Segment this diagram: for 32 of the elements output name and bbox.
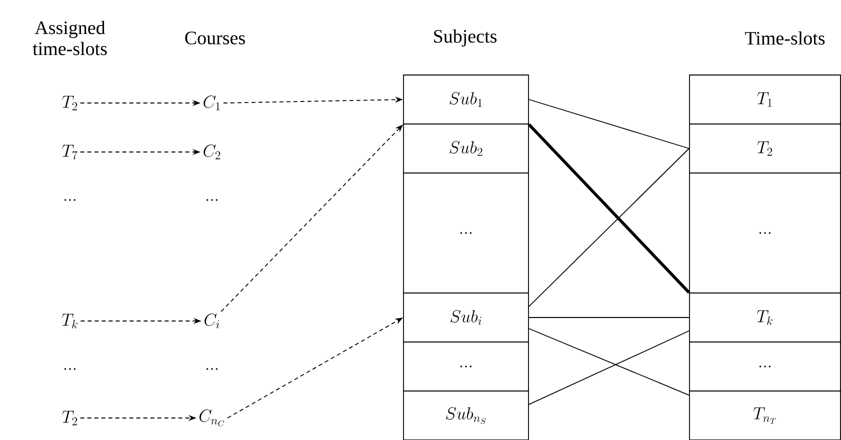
connector-line: [528, 317, 690, 318]
ellipsis: $...$: [64, 368, 76, 370]
symbol-label: $C_2$: [204, 144, 220, 160]
column-heading: Courses: [185, 32, 245, 44]
connector-line: [528, 123, 690, 294]
symbol-label: $T_2$: [62, 410, 78, 426]
ellipsis: $...$: [206, 199, 218, 201]
symbol-label: $T_7$: [62, 144, 78, 160]
table-cell: $...$: [403, 172, 529, 294]
symbol-label: $C_{n_C}$: [200, 410, 224, 426]
ellipsis: $...$: [64, 199, 76, 201]
table-cell: $Sub_1$: [403, 74, 529, 124]
table-cell: $Sub_i$: [403, 292, 529, 342]
table-cell: $...$: [689, 172, 841, 294]
symbol-label: $C_1$: [204, 95, 220, 110]
column-heading: Time-slots: [745, 31, 825, 45]
table-cell: $T_1$: [689, 74, 841, 124]
symbol-label: $T_2$: [62, 96, 78, 110]
symbol-label: $T_k$: [62, 314, 78, 328]
table-cell: $T_k$: [689, 292, 841, 342]
connector-line: [528, 99, 690, 149]
table-cell: $...$: [403, 342, 529, 392]
table-cell: $T_2$: [689, 124, 841, 174]
symbol-label: $C_i$: [204, 313, 220, 328]
column-heading: Assigned time-slots: [32, 20, 107, 56]
table-cell: $...$: [689, 342, 841, 392]
connector-line: [528, 148, 690, 307]
ellipsis: $...$: [206, 368, 218, 370]
column-heading: Subjects: [434, 29, 497, 47]
table-cell: $T_{n_T}$: [689, 390, 841, 440]
table-cell: $Sub_2$: [403, 124, 529, 174]
table-cell: $Sub_{n_S}$: [403, 390, 529, 440]
